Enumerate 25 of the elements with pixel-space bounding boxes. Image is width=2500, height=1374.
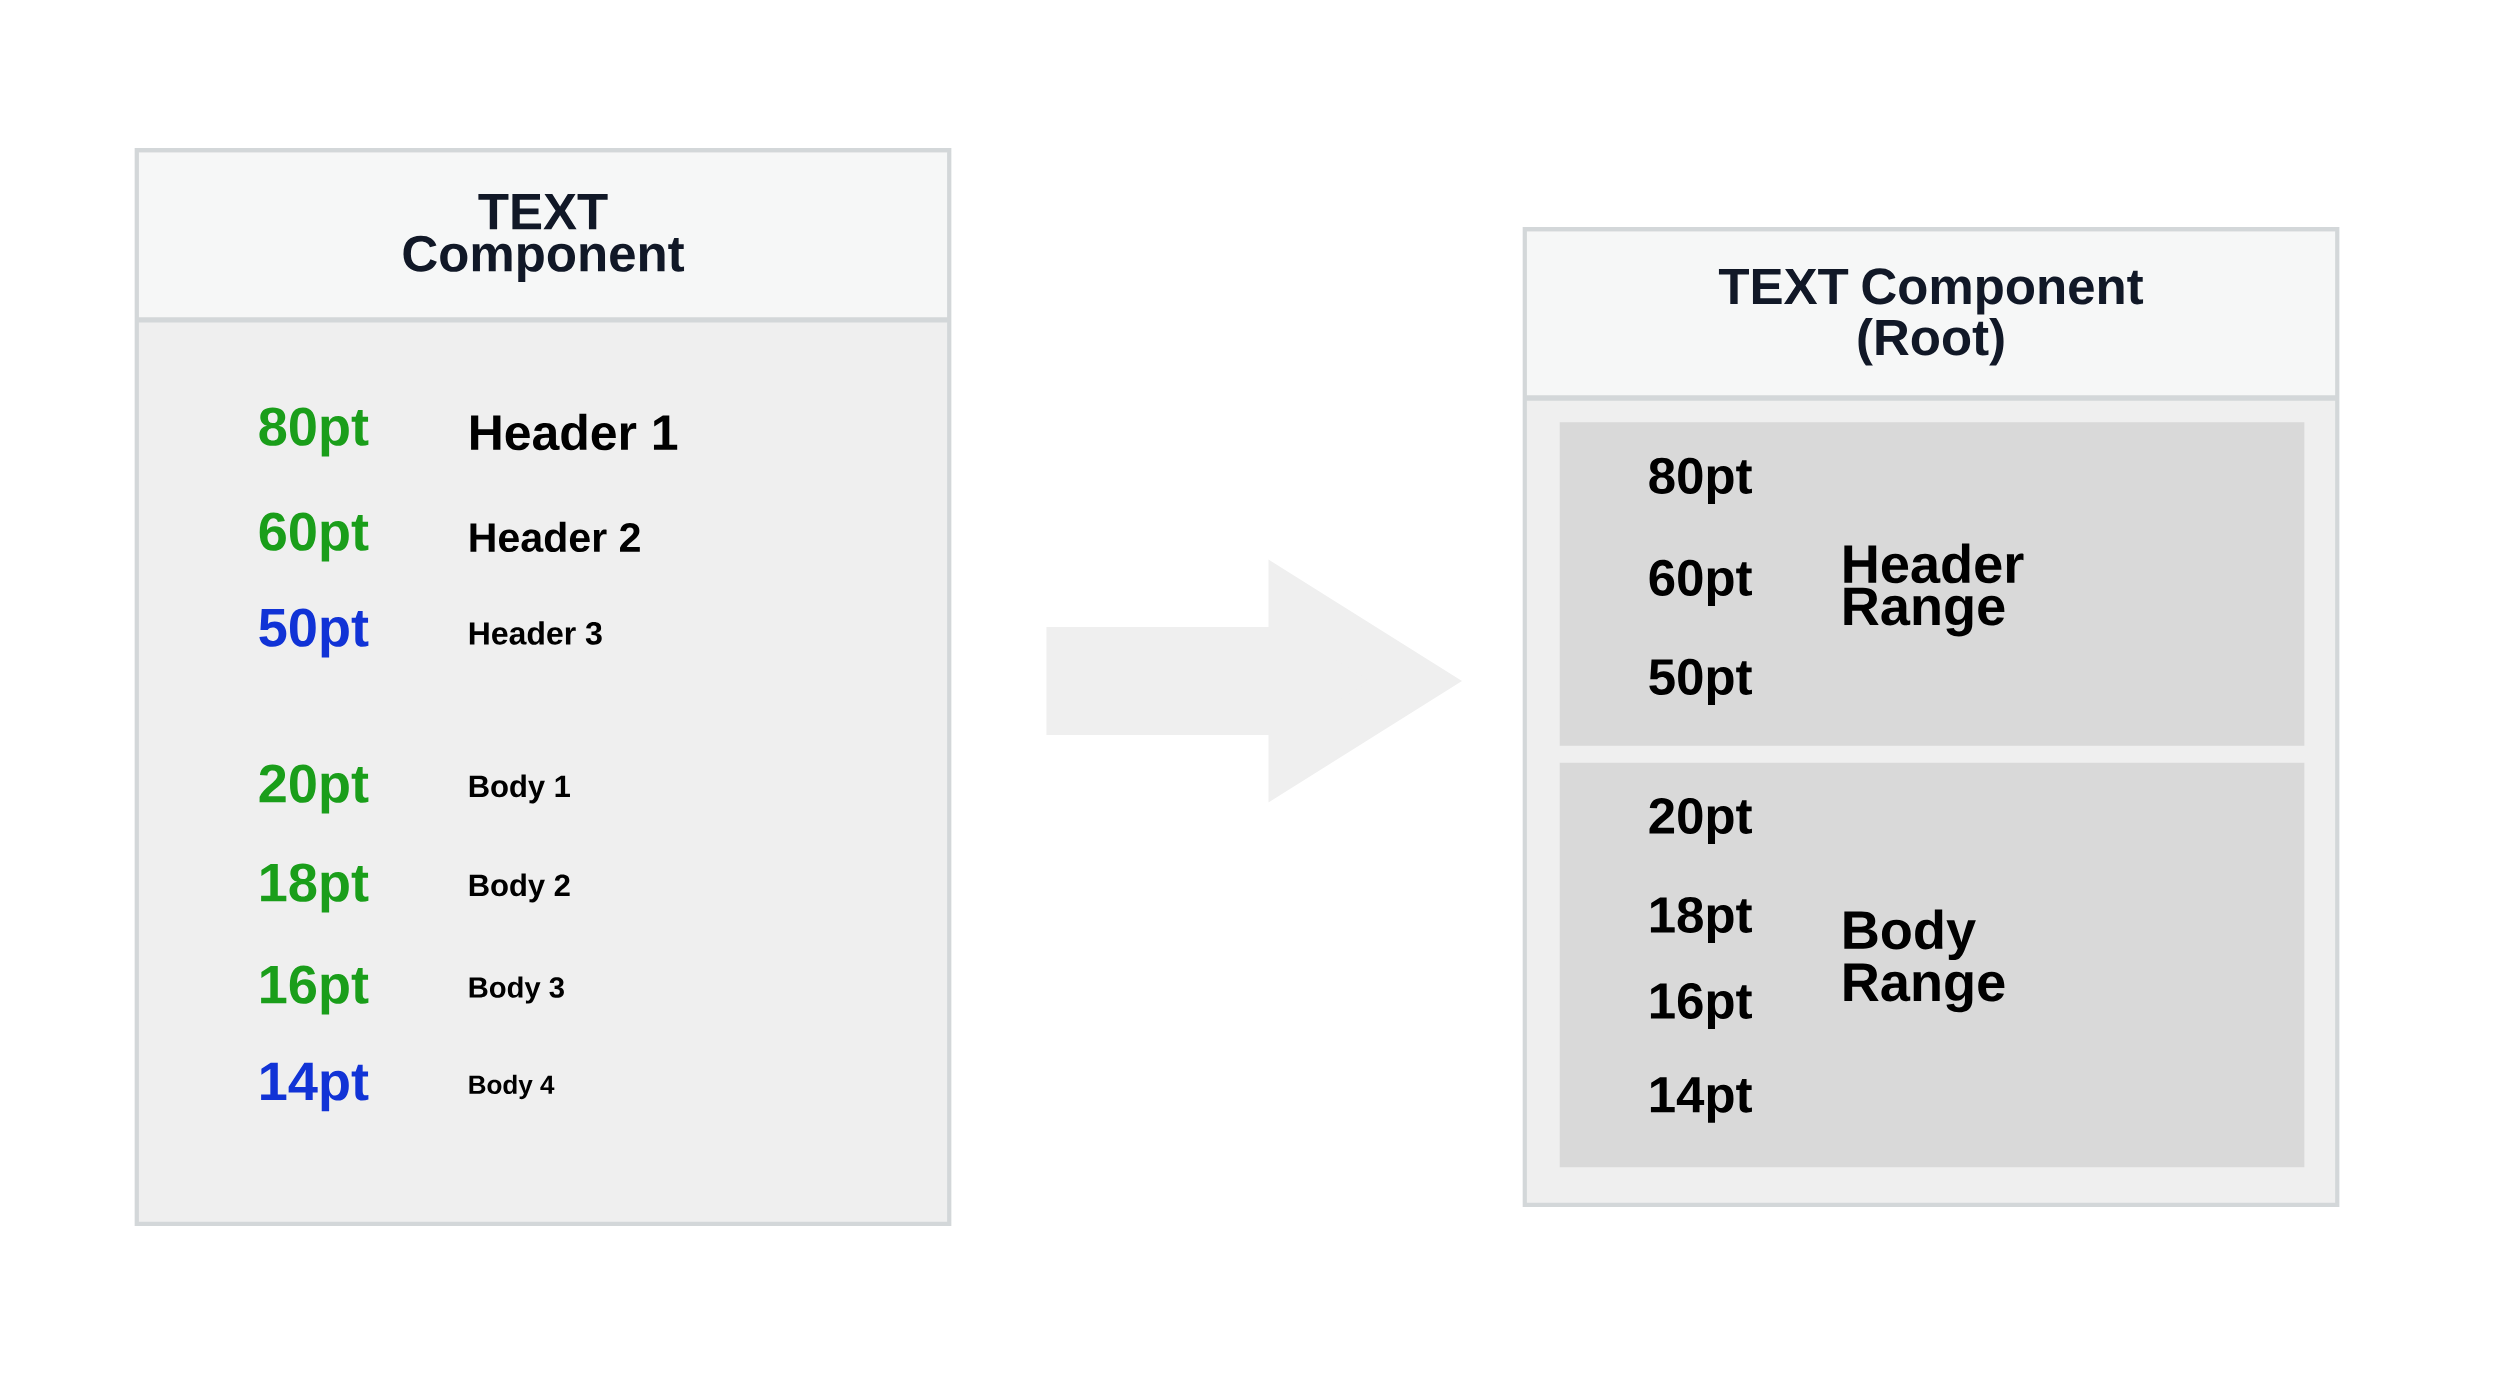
- size-label: 80pt: [1649, 457, 1752, 505]
- style-name: Header 2: [470, 521, 640, 553]
- size-label: 18pt: [1650, 896, 1752, 944]
- size-label: 80pt: [259, 407, 369, 457]
- style-name: Body 1: [469, 774, 570, 804]
- size-label: 16pt: [261, 965, 369, 1015]
- size-label: 20pt: [259, 764, 369, 814]
- range-label: Header Range: [1844, 543, 2024, 637]
- size-label: 14pt: [261, 1062, 369, 1112]
- size-label: 60pt: [259, 512, 369, 562]
- style-name: Body 4: [469, 1074, 555, 1100]
- style-name: Header 3: [469, 621, 602, 645]
- range-label: Body Range: [1844, 909, 2005, 1013]
- size-label: 14pt: [1650, 1077, 1752, 1123]
- card-header: TEXT Component: [137, 153, 949, 323]
- style-name: Body 3: [469, 976, 564, 1004]
- size-label: 18pt: [261, 863, 369, 913]
- size-label: 60pt: [1649, 559, 1752, 607]
- size-label: 20pt: [1649, 797, 1752, 845]
- size-label: 50pt: [1649, 658, 1752, 706]
- size-label: 16pt: [1650, 982, 1752, 1030]
- style-name: Body 2: [469, 873, 570, 903]
- size-label: 50pt: [259, 608, 369, 658]
- style-name: Header 1: [471, 413, 678, 451]
- card-header: TEXT Component (Root): [1525, 232, 2338, 401]
